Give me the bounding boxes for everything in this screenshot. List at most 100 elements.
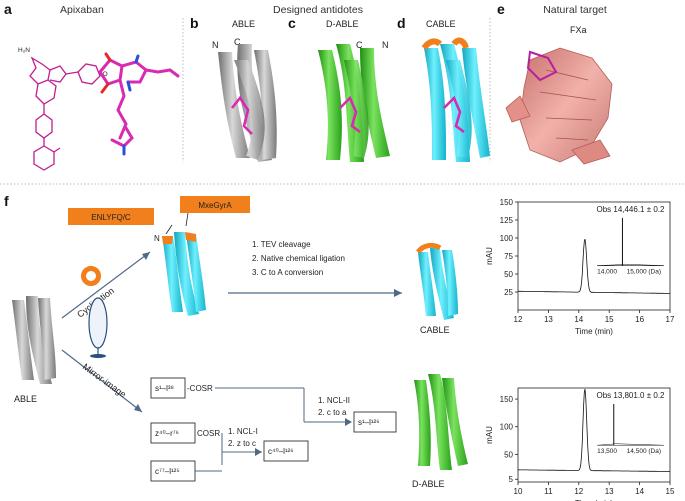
x-axis-label: Time (min) [575,499,613,501]
ncl2-step1: 1. NCL-II [318,396,350,405]
panel-letter-e: e [497,1,505,17]
able-helix-bundle [218,44,277,162]
step-tev-cleavage: 1. TEV cleavage [252,240,311,249]
hplc-trace [518,238,670,294]
x-tick-label: 15 [666,487,675,496]
y-axis-label: mAU [485,247,494,265]
x-tick-label: 11 [544,487,553,496]
x-axis-label: Time (min) [575,327,613,336]
panel-title-apixaban: Apixaban [60,4,104,16]
apixaban-2d-structure: H₂N –O [18,47,108,171]
label-d-able: D-ABLE [412,479,445,489]
fxa-cartoon [505,47,613,165]
ncl1-step2: 2. z to c [228,439,256,448]
tag-mxegyra-label: MxeGyrA [198,201,232,210]
panel-letter-d: d [397,15,406,31]
label-mirror-image: Mirror-image [81,362,128,400]
able-bundle-left [12,296,56,384]
d-able-helix-bundle [318,44,390,162]
precursor-bundle [162,232,206,316]
label-able-left: ABLE [14,394,37,404]
inset-observed-mass: Obs 14,446.1 ± 0.2 [596,205,665,214]
y-tick-label: 150 [500,198,514,207]
label-cable: CABLE [420,325,450,335]
plot-frame [517,201,671,311]
arrowhead-top-reaction [394,289,402,297]
arrow-mirror [61,349,143,413]
able-n-terminus: N [212,40,219,50]
x-tick-label: 12 [574,487,583,496]
frag2-label: z⁴⁰–r⁷⁶ [155,429,179,438]
panel-letter-a: a [4,1,12,17]
ncl1-step1: 1. NCL-I [228,427,258,436]
arrowhead-cyclization [142,252,150,260]
arrowhead-mirror [134,404,142,412]
cable-product-bundle [416,242,458,320]
frag1-label: s¹–l³⁸ [155,384,174,393]
y-tick-label: 75 [504,252,513,261]
inset-tick-label: 14,500 (Da) [627,448,661,455]
y-tick-label: 50 [504,270,513,279]
step-c-to-a: 3. C to A conversion [252,268,323,277]
tag-box-enlyfq [68,208,154,225]
mid-label: c⁴⁰–l¹²⁶ [268,447,294,456]
inset-noise [597,443,664,446]
inset-observed-mass: Obs 13,801.0 ± 0.2 [596,391,665,400]
panel-letter-c: c [288,15,296,31]
frag3-label: c⁷⁷–l¹²⁵ [155,467,180,476]
header-designed-antidotes: Designed antidotes [273,4,363,16]
x-tick-label: 15 [605,315,614,324]
panel-title-fxa: FXa [570,25,587,35]
connector-left [165,224,173,235]
mirror-base [90,354,106,358]
final-label: s¹–l¹²⁶ [358,418,380,427]
step-native-ligation: 2. Native chemical ligation [252,254,345,263]
panel-title-d-able: D-ABLE [326,19,359,29]
x-tick-label: 13 [544,315,553,324]
d-able-c-terminus: C [356,40,363,50]
precursor-n-terminus: N [154,234,160,243]
y-tick-label: 150 [500,395,514,404]
x-tick-label: 14 [635,487,644,496]
frag1-box [150,377,186,399]
arrow-cyclization [61,251,151,319]
y-tick-label: 5 [509,475,514,484]
apixaban-3d-sticks [98,52,180,156]
panel-letter-b: b [190,15,199,31]
d-able-n-terminus: N [382,40,389,50]
connector-right [185,212,189,227]
cyclization-ring-icon [81,266,101,286]
ncl2-step2: 2. c to a [318,408,347,417]
header-natural-target: Natural target [543,4,607,16]
frag2-suffix: COSR [197,429,220,438]
mirror-icon [88,297,108,349]
amide-label: H₂N [18,47,30,54]
x-tick-label: 17 [666,315,675,324]
tag-enlyfq-label: ENLYFQ/C [91,213,131,222]
mid-box [263,440,309,462]
able-c-terminus: C [234,37,241,47]
frag1-suffix: -COSR [187,384,213,393]
x-tick-label: 10 [514,487,523,496]
panel-letter-f: f [4,193,9,209]
d-able-product-bundle [414,374,468,470]
cable-helix-bundle [421,37,490,162]
final-box [353,411,397,433]
arrowhead-to-mid [255,448,262,456]
panel-title-cable: CABLE [426,19,456,29]
x-tick-label: 12 [514,315,523,324]
tag-box-mxegyra [180,196,250,213]
y-tick-label: 125 [500,216,514,225]
y-axis-label: mAU [485,426,494,444]
inset-noise [597,263,664,266]
y-tick-label: 100 [500,234,514,243]
panel-title-able: ABLE [232,19,255,29]
frag2-box [150,422,196,444]
y-tick-label: 50 [504,450,513,459]
inset-tick-label: 13,500 [597,448,617,455]
y-tick-label: 25 [504,288,513,297]
inset-tick-label: 14,000 [597,269,617,276]
plot-frame [517,387,671,483]
